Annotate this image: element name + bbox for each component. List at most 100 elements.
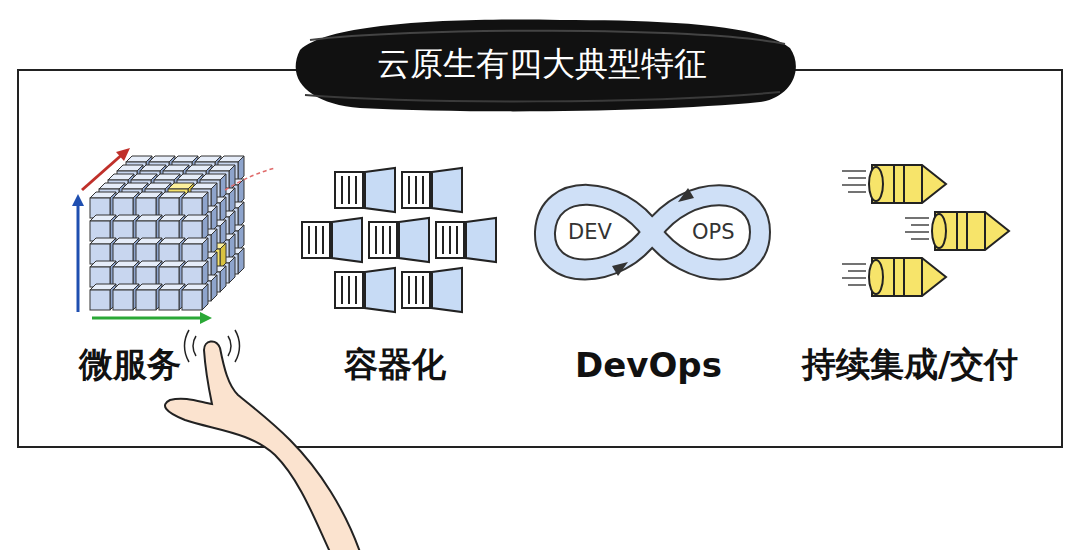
axis-head (72, 194, 84, 206)
container-body (402, 272, 430, 308)
cube-front (159, 290, 179, 310)
cube-side (211, 206, 217, 232)
container-rib (341, 276, 343, 304)
container-rib (315, 226, 317, 254)
cube-side (220, 243, 226, 269)
container-rib (341, 176, 343, 204)
feature-label: DevOps (575, 345, 722, 385)
container-rib (456, 226, 458, 254)
bullet-band (921, 258, 923, 296)
bullet-end (932, 214, 946, 248)
container-group (302, 168, 496, 312)
container-door (466, 218, 496, 262)
speed-line (842, 263, 866, 265)
cube-front (136, 290, 156, 310)
container-door (432, 268, 462, 312)
bullet-group (842, 165, 1009, 296)
bullet-band (921, 165, 923, 203)
container-body (369, 222, 397, 258)
container-rib (422, 176, 424, 204)
axis (77, 200, 80, 312)
speed-line (911, 224, 929, 226)
container-body (335, 272, 363, 308)
container-rib (422, 276, 424, 304)
speed-line (842, 184, 866, 186)
cube-side (220, 174, 226, 200)
container-rib (322, 226, 324, 254)
bullet-band (903, 259, 905, 295)
speed-line (848, 284, 866, 286)
container-rib (382, 226, 384, 254)
cube-side (202, 238, 208, 264)
container-door (432, 168, 462, 212)
cube-side (229, 257, 235, 283)
cube-side (220, 220, 226, 246)
container-body (335, 172, 363, 208)
container-door (365, 268, 395, 312)
tap-ripple (228, 336, 231, 356)
bullet-band (903, 166, 905, 202)
container-rib (449, 226, 451, 254)
loop-label: DEV (568, 220, 612, 244)
cube-side (211, 183, 217, 209)
bullet-band (956, 213, 958, 249)
cube-side (202, 261, 208, 287)
container-rib (355, 276, 357, 304)
loop-label: OPS (692, 220, 735, 244)
feature-label: 持续集成/交付 (802, 342, 1018, 388)
speed-line (842, 170, 866, 172)
brush-texture (305, 92, 780, 101)
microservice-cube (90, 156, 244, 310)
speed-line (842, 277, 866, 279)
cube-side (211, 252, 217, 278)
bullet-band (893, 166, 895, 202)
cube-side (229, 211, 235, 237)
container-door (399, 218, 429, 262)
container-rib (415, 176, 417, 204)
speed-line (905, 231, 929, 233)
axis (82, 152, 125, 190)
cube-side (211, 275, 217, 301)
container-rib (408, 276, 410, 304)
brush-blob (296, 20, 796, 112)
cube-side (202, 284, 208, 310)
feature-label: 容器化 (344, 342, 446, 388)
tap-ripple (193, 336, 196, 356)
cube-side (229, 234, 235, 260)
cube-side (220, 266, 226, 292)
bullet-band (966, 213, 968, 249)
axis-head (116, 148, 130, 161)
container-rib (415, 276, 417, 304)
feature-label: 微服务 (79, 342, 181, 388)
container-door (365, 168, 395, 212)
bullet-end (869, 260, 883, 294)
container-body (436, 222, 464, 258)
title: 云原生有四大典型特征 (377, 42, 707, 87)
cube-side (238, 202, 244, 228)
container-body (302, 222, 330, 258)
cube-front (90, 290, 110, 310)
loop-arrow (678, 188, 694, 202)
axis (92, 317, 205, 320)
cube-side (238, 156, 244, 182)
speed-line (911, 238, 929, 240)
hand (165, 341, 360, 550)
cube-side (202, 192, 208, 218)
container-rib (408, 176, 410, 204)
speed-line (905, 217, 929, 219)
container-body (402, 172, 430, 208)
brush-texture (310, 31, 785, 44)
speed-line (848, 191, 866, 193)
axis-head (200, 312, 212, 324)
container-rib (355, 176, 357, 204)
bullet-band (984, 212, 986, 250)
container-rib (389, 226, 391, 254)
speed-line (848, 177, 866, 179)
infinity-ribbon (545, 195, 760, 270)
axis (225, 168, 275, 190)
frame (18, 70, 1062, 447)
container-door (332, 218, 362, 262)
bullet-end (869, 167, 883, 201)
cube-side (220, 197, 226, 223)
